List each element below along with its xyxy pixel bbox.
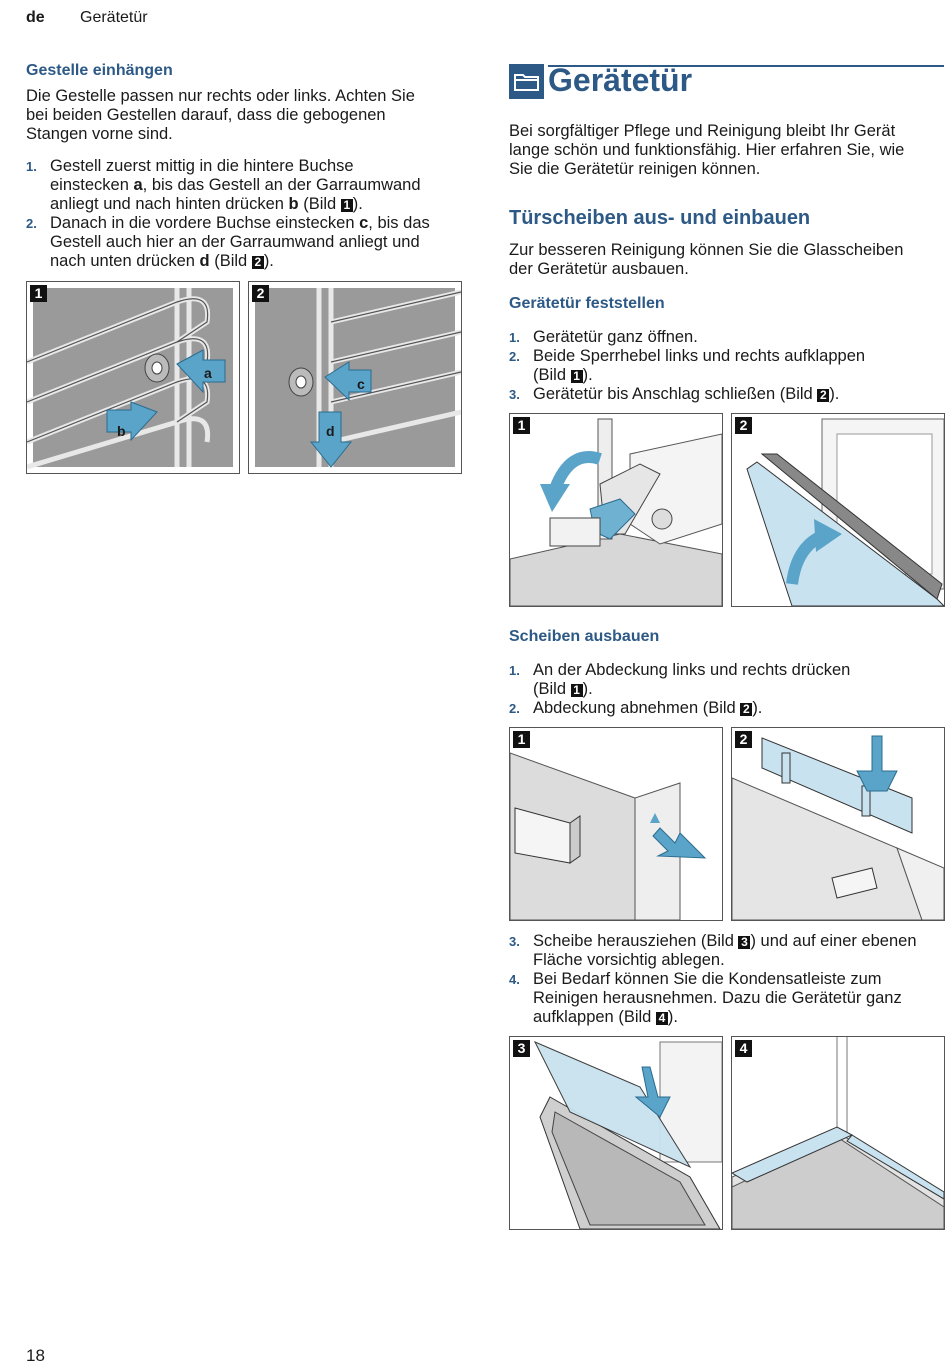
chapter-title: Gerätetür: [509, 62, 944, 102]
pull-glass-illustration: [533, 1041, 722, 1229]
subheading-scheiben: Scheiben ausbauen: [509, 628, 660, 645]
figure-ref-badge: 2: [251, 256, 264, 269]
page-title: Gerätetür: [548, 62, 693, 98]
intro-line: Die Gestelle passen nur rechts oder link…: [26, 87, 415, 105]
intro-line: lange schön und funktionsfähig. Hier erf…: [509, 141, 905, 159]
step-text: Gestell auch hier an der Garraumwand anl…: [50, 233, 420, 251]
door-lever-illustration: [510, 418, 722, 606]
door-close-illustration: [746, 418, 944, 606]
intro-line: Sie die Gerätetür reinigen können.: [509, 160, 761, 178]
figure-badge: 1: [513, 417, 530, 434]
list-item: 3.Scheibe herausziehen (Bild 3) und auf …: [509, 932, 917, 969]
intro-line: Stangen vorne sind.: [26, 125, 173, 143]
list-item: 2. Danach in die vordere Buchse einsteck…: [26, 214, 466, 271]
figure-door-close: 2: [731, 413, 945, 607]
intro-line: Zur besseren Reinigung können Sie die Gl…: [509, 241, 904, 259]
title-rule: [548, 65, 944, 67]
list-item: 1. Gestell zuerst mittig in die hintere …: [26, 157, 466, 214]
step-text: anliegt und nach hinten drücken b (Bild …: [50, 195, 363, 213]
figure-badge: 3: [513, 1040, 530, 1057]
figure-rack-insert-front: 2 c d: [248, 281, 462, 474]
figure-badge: 2: [735, 731, 752, 748]
list-item: 1.Gerätetür ganz öffnen.: [509, 328, 698, 346]
figure-badge: 1: [30, 285, 47, 302]
svg-text:a: a: [204, 365, 212, 381]
section-heading-gestelle: Gestelle einhängen: [26, 62, 173, 79]
intro-line: Bei sorgfältiger Pflege und Reinigung bl…: [509, 122, 896, 140]
chapter-intro: Bei sorgfältiger Pflege und Reinigung bl…: [509, 122, 944, 179]
tuerscheiben-intro: Zur besseren Reinigung können Sie die Gl…: [509, 241, 944, 279]
figure-pull-glass: 3: [509, 1036, 723, 1230]
feststellen-steps: 1.Gerätetür ganz öffnen. 2.Beide Sperrhe…: [509, 328, 944, 404]
remove-cover-illustration: [732, 735, 944, 920]
intro-line: der Gerätetür ausbauen.: [509, 260, 689, 278]
section-heading-tuerscheiben: Türscheiben aus- und einbauen: [509, 207, 811, 229]
page-number: 18: [26, 1346, 45, 1365]
list-item: 4.Bei Bedarf können Sie die Kondensatlei…: [509, 970, 902, 1026]
gestelle-steps: 1. Gestell zuerst mittig in die hintere …: [26, 157, 466, 271]
scheiben-steps-a: 1.An der Abdeckung links und rechts drüc…: [509, 661, 944, 718]
step-text: Gestell zuerst mittig in die hintere Buc…: [50, 157, 354, 175]
figure-badge: 4: [735, 1040, 752, 1057]
scheiben-steps-b: 3.Scheibe herausziehen (Bild 3) und auf …: [509, 932, 944, 1027]
step-number: 1.: [26, 159, 37, 174]
svg-text:b: b: [117, 423, 126, 439]
figure-remove-cover: 2: [731, 727, 945, 921]
step-text: einstecken a, bis das Gestell an der Gar…: [50, 176, 421, 194]
svg-text:d: d: [326, 423, 335, 439]
subheading-feststellen: Gerätetür feststellen: [509, 295, 665, 312]
list-item: 3.Gerätetür bis Anschlag schließen (Bild…: [509, 385, 840, 403]
figure-condensate-strip: 4: [731, 1036, 945, 1230]
rack-illustration: a b: [27, 288, 233, 470]
figure-lever-open: 1: [509, 413, 723, 607]
figure-press-cover: 1: [509, 727, 723, 921]
rack-illustration: c d: [255, 288, 461, 468]
figure-badge: 2: [252, 285, 269, 302]
figure-badge: 2: [735, 417, 752, 434]
intro-line: bei beiden Gestellen darauf, dass die ge…: [26, 106, 386, 124]
list-item: 2.Beide Sperrhebel links und rechts aufk…: [509, 347, 866, 384]
svg-text:c: c: [357, 376, 365, 392]
gestelle-intro: Die Gestelle passen nur rechts oder link…: [26, 87, 466, 144]
list-item: 1.An der Abdeckung links und rechts drüc…: [509, 661, 851, 698]
step-number: 2.: [26, 216, 37, 231]
figure-rack-insert-back: 1 a b: [26, 281, 240, 474]
language-code: de: [26, 9, 45, 26]
figure-badge: 1: [513, 731, 530, 748]
running-header: Gerätetür: [80, 9, 148, 26]
chapter-folder-icon: [509, 64, 544, 99]
condensate-strip-illustration: [732, 1037, 944, 1229]
list-item: 2.Abdeckung abnehmen (Bild 2).: [509, 699, 763, 717]
press-cover-illustration: [510, 752, 707, 920]
step-text: nach unten drücken d (Bild 2).: [50, 252, 274, 270]
step-text: Danach in die vordere Buchse einstecken …: [50, 214, 430, 232]
figure-ref-badge: 1: [340, 199, 353, 212]
